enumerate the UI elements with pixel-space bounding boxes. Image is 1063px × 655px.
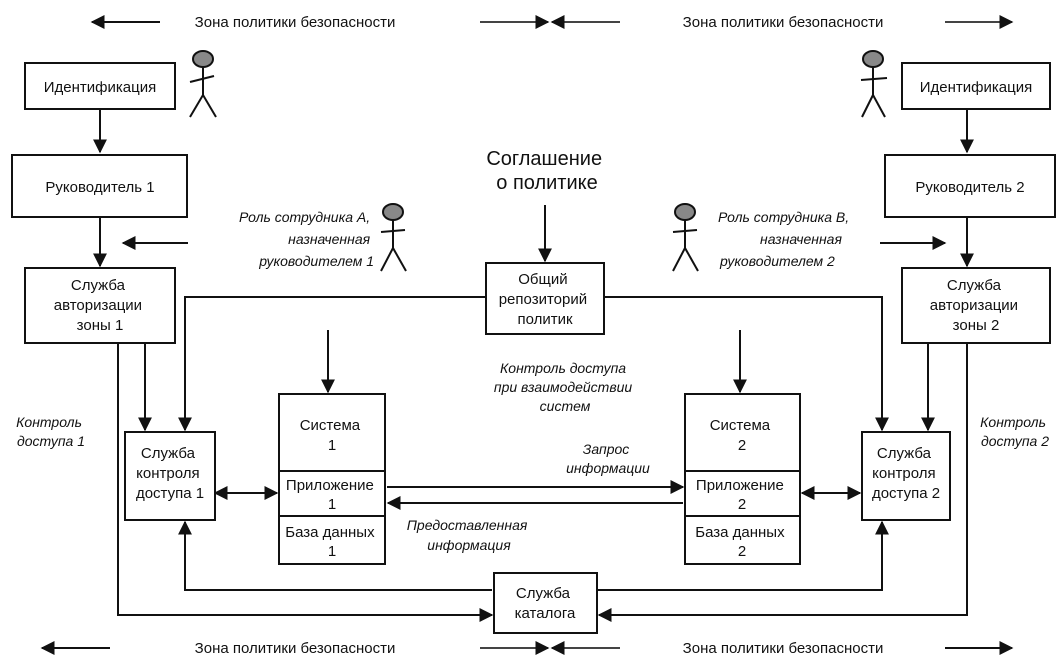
ident-box-right xyxy=(901,62,1051,110)
arrow-repo-to-acs2 xyxy=(604,296,889,432)
app1-label: Приложение 1 xyxy=(286,477,378,513)
catalog-label: Служба каталога xyxy=(515,585,576,622)
zone-label-top-left: Зона политики безопасности xyxy=(195,14,396,31)
interaction-label: Контроль доступа при взаимодействии сист… xyxy=(494,360,636,414)
role-a-label: Роль сотрудника А, назначенная руководит… xyxy=(239,209,374,269)
connectors xyxy=(40,15,1014,655)
system1-label: Система 1 xyxy=(300,417,365,454)
acs1-label: Служба контроля доступа 1 xyxy=(136,445,204,502)
db1-label: База данных 1 xyxy=(285,524,379,560)
auth2-box xyxy=(901,267,1051,344)
zone-label-bottom-right: Зона политики безопасности xyxy=(683,640,884,655)
auth1-label: Служба авторизации зоны 1 xyxy=(54,277,147,334)
app2-box xyxy=(684,470,801,517)
person-icon xyxy=(380,203,407,272)
ident-left-label: Идентификация xyxy=(44,79,156,96)
acs1-box xyxy=(124,431,216,521)
db1-box xyxy=(278,515,386,565)
manager1-box xyxy=(11,154,188,218)
ident-box-left xyxy=(24,62,176,110)
app2-label: Приложение 2 xyxy=(696,477,788,513)
repo-label: Общий репозиторий политик xyxy=(499,271,592,328)
role-b-label: Роль сотрудника В, назначенная руководит… xyxy=(718,209,853,269)
auth2-label: Служба авторизации зоны 2 xyxy=(930,277,1023,334)
provided-label: Предоставленная информация xyxy=(407,517,531,553)
zone-label-bottom-left: Зона политики безопасности xyxy=(195,640,396,655)
ident-right-label: Идентификация xyxy=(920,79,1032,96)
access-control-1-label: Контроль доступа 1 xyxy=(16,414,86,449)
access-control-2-label: Контроль доступа 2 xyxy=(980,414,1050,449)
boxes xyxy=(11,62,1056,634)
repo-box xyxy=(485,262,605,335)
system1-box xyxy=(278,393,386,472)
arrow-catalog-to-acs1 xyxy=(178,520,492,591)
zone-label-top-right: Зона политики безопасности xyxy=(683,14,884,31)
manager2-label: Руководитель 2 xyxy=(915,179,1024,196)
db2-label: База данных 2 xyxy=(695,524,789,560)
arrow-auth1-to-catalog xyxy=(117,344,494,622)
app1-box xyxy=(278,470,386,517)
person-icon xyxy=(189,50,217,118)
manager1-label: Руководитель 1 xyxy=(45,179,154,196)
request-label: Запрос информации xyxy=(566,441,650,476)
acs2-label: Служба контроля доступа 2 xyxy=(872,445,940,502)
arrow-auth2-to-catalog xyxy=(597,344,968,622)
manager2-box xyxy=(884,154,1056,218)
arrow-catalog-to-acs2 xyxy=(598,520,889,591)
auth1-box xyxy=(24,267,176,344)
db2-box xyxy=(684,515,801,565)
acs2-box xyxy=(861,431,951,521)
arrow-repo-to-acs1 xyxy=(178,296,486,432)
system2-box xyxy=(684,393,801,472)
system2-label: Система 2 xyxy=(710,417,775,454)
catalog-box xyxy=(493,572,598,634)
person-icon xyxy=(672,203,699,272)
agreement-label: Соглашение о политике xyxy=(486,148,607,194)
person-icon xyxy=(860,50,888,118)
